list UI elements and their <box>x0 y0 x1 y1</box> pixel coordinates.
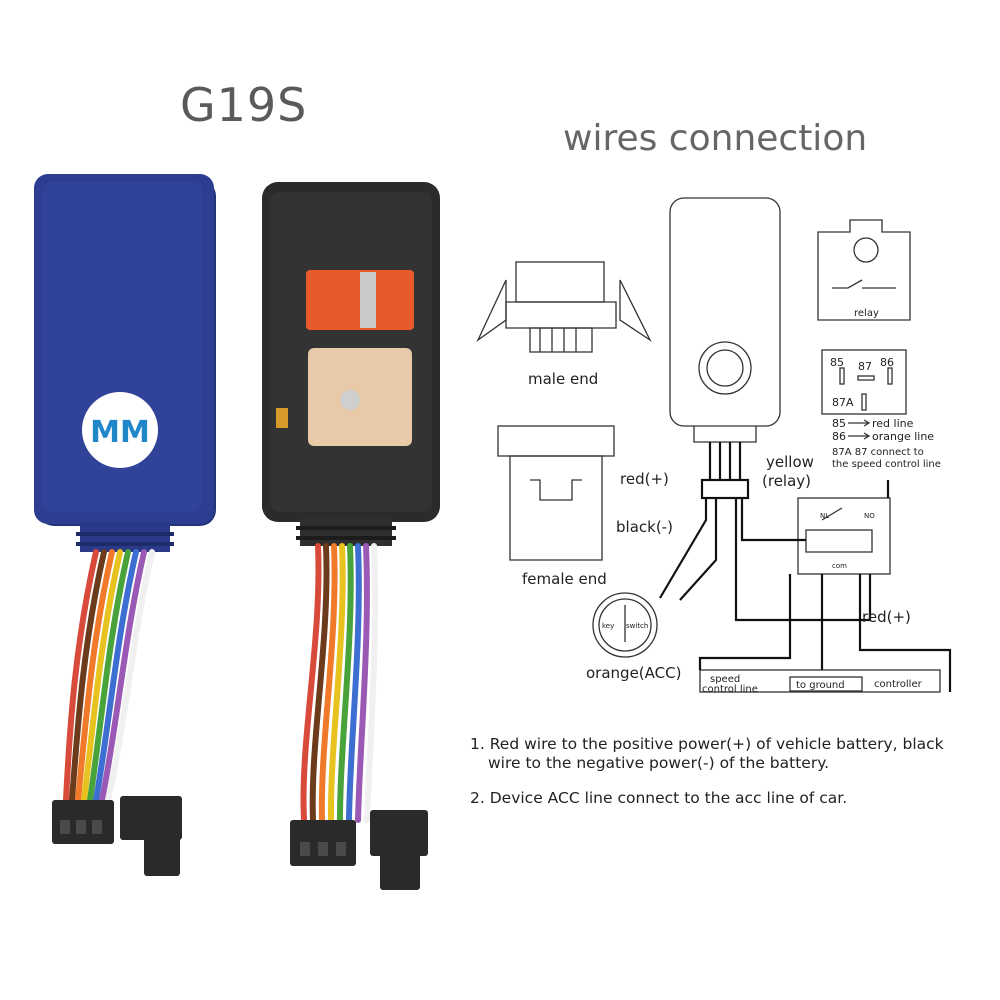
wire <box>63 549 99 803</box>
note-number: 2. <box>470 789 485 807</box>
gps-antenna <box>308 348 412 446</box>
label-key: key <box>602 622 614 630</box>
note-text: Red wire to the positive power(+) of veh… <box>488 735 944 772</box>
label-line87a-2: the speed control line <box>832 459 941 470</box>
wire <box>75 549 115 803</box>
label-pin87: 87 <box>858 360 872 373</box>
label-control-line: control line <box>702 684 758 695</box>
label-line86-text: orange line <box>872 430 934 443</box>
device-front: MM <box>34 174 216 552</box>
label-controller: controller <box>874 679 923 690</box>
wire <box>364 543 379 823</box>
instruction-notes: 1. Red wire to the positive power(+) of … <box>470 735 980 824</box>
label-red-plus-side: red(+) <box>862 608 911 626</box>
label-pin85: 85 <box>830 356 844 369</box>
label-com: com <box>832 562 847 570</box>
logo-text: MM <box>90 415 150 450</box>
label-no: NO <box>864 512 875 520</box>
label-orange-acc: orange(ACC) <box>586 664 681 682</box>
label-line85: 85 <box>832 417 846 430</box>
wire-bundle-back <box>300 543 379 823</box>
logo-badge <box>82 392 158 468</box>
label-pin86: 86 <box>880 356 894 369</box>
wire <box>69 549 107 803</box>
label-female-end: female end <box>522 570 607 588</box>
male-end-connector <box>476 261 652 353</box>
wire <box>346 543 362 823</box>
label-black-minus: black(-) <box>616 518 673 536</box>
wire <box>99 549 147 803</box>
note-item: 2. Device ACC line connect to the acc li… <box>470 789 980 808</box>
label-line86: 86 <box>832 430 846 443</box>
label-relay-paren: (relay) <box>762 472 811 490</box>
tracker-button-icon <box>698 341 752 395</box>
note-text: Device ACC line connect to the acc line … <box>489 789 848 807</box>
wire <box>318 543 338 823</box>
label-speed: speed <box>710 674 740 685</box>
relay-pin-box <box>821 349 907 415</box>
device-back <box>262 182 440 546</box>
wire <box>300 543 322 823</box>
relay-schematic <box>797 497 891 575</box>
relay-top-icon <box>817 219 911 321</box>
label-yellow: yellow <box>766 453 814 471</box>
label-line85-text: red line <box>872 417 914 430</box>
label-nl: NL <box>820 512 829 520</box>
wire-bundle-front <box>63 549 155 803</box>
label-male-end: male end <box>528 370 598 388</box>
wiring-diagram: male end female end red(+) yellow (relay… <box>476 197 952 695</box>
wire <box>105 549 155 803</box>
tracker-outline <box>669 197 781 427</box>
wire <box>81 549 123 803</box>
label-relay: relay <box>854 308 879 319</box>
label-pin87a: 87A <box>832 396 854 409</box>
device-photo: MM <box>34 174 440 890</box>
note-item: 1. Red wire to the positive power(+) of … <box>470 735 980 773</box>
speed-control-bar <box>699 669 941 693</box>
label-to-ground: to ground <box>796 680 845 691</box>
connectors <box>52 796 428 890</box>
label-switch: switch <box>626 622 648 630</box>
page-title: G19S <box>180 78 308 132</box>
note-number: 1. <box>470 735 485 753</box>
page-subtitle: wires connection <box>563 118 868 159</box>
wire <box>355 543 370 823</box>
wire <box>93 549 139 803</box>
acc-key-switch <box>592 592 658 658</box>
wire <box>87 549 131 803</box>
label-line87a-1: 87A 87 connect to <box>832 447 924 458</box>
wire <box>309 543 330 823</box>
female-end-connector <box>497 425 615 561</box>
wire <box>327 543 346 823</box>
label-red-plus: red(+) <box>620 470 669 488</box>
wire <box>337 543 354 823</box>
